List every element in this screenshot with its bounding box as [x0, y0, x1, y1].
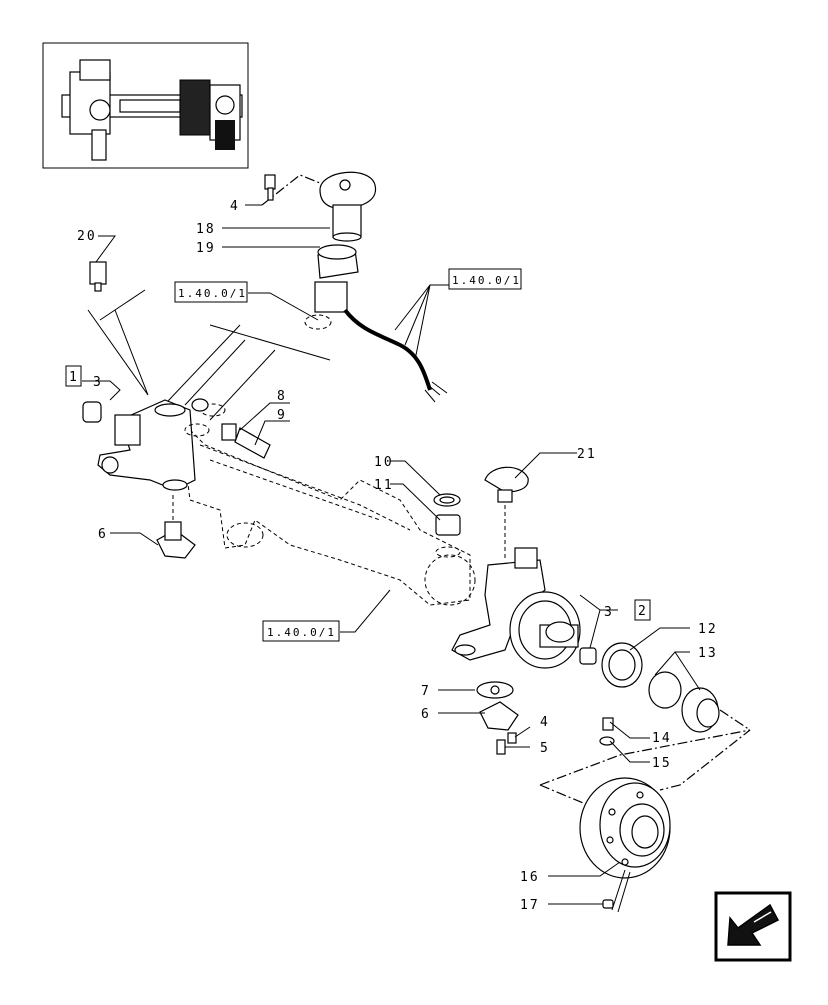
boxed-callout-2: 2	[638, 604, 648, 619]
callout-20: 20	[77, 229, 97, 244]
axle-housing	[97, 399, 476, 606]
bolt-4b-part[interactable]	[507, 732, 517, 744]
back-arrow-icon[interactable]	[714, 891, 792, 962]
kingpin-cap-part[interactable]	[319, 171, 377, 242]
callout-17: 17	[520, 898, 540, 913]
leader-lines	[82, 204, 701, 913]
callout-5: 5	[540, 741, 550, 756]
callout-11: 11	[374, 478, 394, 493]
reference-boxes[interactable]: 1.40.0/1 1.40.0/1 1.40.0/1	[174, 268, 522, 642]
spacer-right-part[interactable]	[579, 647, 597, 665]
left-bushing-part[interactable]	[82, 401, 102, 423]
gasket-7-part[interactable]	[476, 681, 514, 699]
reference-box-bottom: 1.40.0/1	[267, 626, 336, 639]
boxed-callout-1: 1	[69, 370, 79, 385]
callout-13: 13	[698, 646, 718, 661]
bearing-part[interactable]	[435, 514, 461, 558]
wheel-hub-part[interactable]	[579, 777, 671, 879]
callout-16: 16	[520, 870, 540, 885]
callout-9: 9	[277, 408, 287, 423]
lower-cap-6-part[interactable]	[479, 701, 519, 731]
callout-12: 12	[698, 622, 718, 637]
seal-ring-part[interactable]	[433, 493, 461, 507]
pin-part[interactable]	[221, 423, 271, 459]
callout-14: 14	[652, 731, 672, 746]
reference-box-top-right: 1.40.0/1	[452, 274, 521, 287]
bushing-part[interactable]	[317, 244, 359, 279]
bolt-part[interactable]	[264, 174, 276, 201]
callout-8: 8	[277, 389, 287, 404]
grease-fitting-part[interactable]	[89, 261, 107, 292]
callout-4-lower: 4	[540, 715, 550, 730]
callout-3-right: 3	[604, 605, 614, 620]
callout-3: 3	[93, 375, 103, 390]
callout-18: 18	[196, 222, 216, 237]
callout-15: 15	[652, 756, 672, 771]
boxed-callouts: 1 2	[65, 365, 651, 621]
callout-6: 6	[98, 527, 108, 542]
screw-14-part[interactable]	[602, 717, 614, 731]
top-kingpin-assembly	[261, 171, 448, 403]
lower-kingpin-cap-left[interactable]	[156, 495, 196, 559]
washer-15-part[interactable]	[599, 736, 615, 746]
grease-fitting-5-part[interactable]	[496, 739, 506, 755]
callout-labels: 4 18 19 20 3 8 9 10 11 21 6 3 12 13 7 6 …	[77, 199, 718, 913]
seal-12-part[interactable]	[601, 642, 643, 688]
callout-10: 10	[374, 455, 394, 470]
axle-overview-thumbnail[interactable]	[42, 42, 249, 169]
bearing-13-part[interactable]	[648, 671, 720, 733]
upper-cap-right-part[interactable]	[484, 466, 529, 560]
callout-6-lower: 6	[421, 707, 431, 722]
sensor-connector-part[interactable]	[304, 281, 348, 330]
dowel-pin-part[interactable]	[602, 899, 614, 909]
callout-19: 19	[196, 241, 216, 256]
reference-box-left: 1.40.0/1	[178, 287, 247, 300]
callout-21: 21	[577, 447, 597, 462]
steering-knuckle-right	[451, 547, 581, 669]
callout-4: 4	[230, 199, 240, 214]
callout-7: 7	[421, 684, 431, 699]
